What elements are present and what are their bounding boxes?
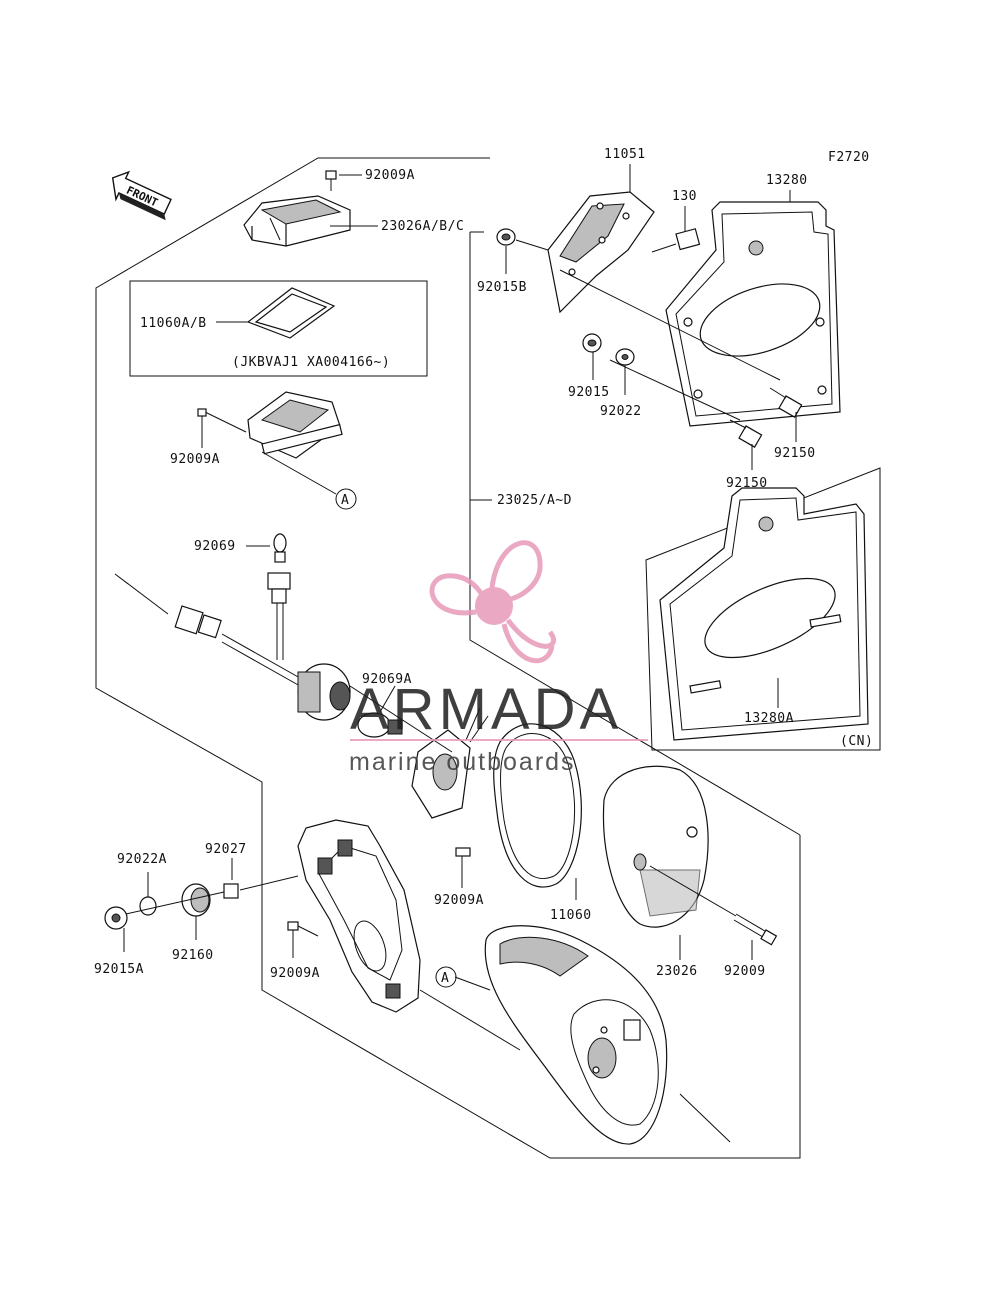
- gasket-inset-box: [129, 280, 428, 377]
- ref-marker-a: [335, 488, 357, 510]
- callout-92009a-3: 92009A: [434, 893, 484, 908]
- screw-92009a-3: [455, 847, 471, 857]
- housing-bracket: [297, 819, 421, 1013]
- figure-code: F2720: [828, 150, 870, 165]
- bulb-92069a: [357, 712, 403, 738]
- watermark-logo: ARMADA marine outboards: [349, 540, 648, 776]
- callout-92022: 92022: [600, 404, 642, 419]
- callout-92150-2: 92150: [726, 476, 768, 491]
- washer-92022: [615, 348, 635, 366]
- callout-130: 130: [672, 189, 697, 204]
- callout-92009a-2: 92009A: [170, 452, 220, 467]
- assembly-frame: [95, 157, 801, 1159]
- bracket-11051: [547, 191, 655, 314]
- gasket-11060ab: [246, 287, 336, 339]
- watermark-tagline: marine outboards: [349, 748, 576, 776]
- callout-23025ad: 23025/A~D: [497, 493, 572, 508]
- callout-serial-range: (JKBVAJ1 XA004166~): [232, 355, 390, 370]
- callout-92150-1: 92150: [774, 446, 816, 461]
- reflector-plate: [411, 707, 489, 819]
- callout-13280: 13280: [766, 173, 808, 188]
- callout-23026abc: 23026A/B/C: [381, 219, 464, 234]
- front-arrow-icon: FRONT: [111, 170, 172, 221]
- watermark-brand: ARMADA: [350, 677, 622, 742]
- bolt-92150-a: [769, 387, 803, 418]
- lamp-cover-23026: [243, 195, 351, 247]
- callout-cn: (CN): [840, 734, 873, 749]
- bolt-130: [651, 228, 701, 253]
- ref-marker-a-2: [435, 966, 457, 988]
- callout-92027: 92027: [205, 842, 247, 857]
- callout-92009a-4: 92009A: [270, 966, 320, 981]
- lamp-base: [247, 391, 343, 459]
- nut-92015: [582, 333, 602, 353]
- callout-92160: 92160: [172, 948, 214, 963]
- bolt-92150-b: [729, 419, 763, 448]
- callout-92015b: 92015B: [477, 280, 527, 295]
- propeller-icon: [429, 540, 556, 664]
- screw-92009: [733, 913, 778, 946]
- plate-bracket-13280: [665, 201, 841, 427]
- collar-92027: [223, 883, 239, 899]
- screw-92009a-2: [197, 408, 207, 417]
- nut-92015b: [496, 228, 516, 246]
- plate-bracket-13280a: [659, 487, 869, 741]
- screw-92009a-top: [325, 170, 337, 191]
- callout-92069a: 92069A: [362, 672, 412, 687]
- callout-92015: 92015: [568, 385, 610, 400]
- callout-92015a: 92015A: [94, 962, 144, 977]
- cn-inset-frame: [645, 467, 881, 751]
- nut-92015a: [104, 906, 128, 930]
- callout-ref-a: A: [341, 493, 349, 508]
- rear-lamp-housing: [484, 925, 668, 1145]
- callout-11051: 11051: [604, 147, 646, 162]
- callout-11060: 11060: [550, 908, 592, 923]
- callout-23026: 23026: [656, 964, 698, 979]
- callout-11060ab: 11060A/B: [140, 316, 207, 331]
- tail-lens-23026: [602, 765, 709, 928]
- grommet-92160: [181, 883, 211, 917]
- socket-harness: [114, 572, 351, 721]
- callout-92022a: 92022A: [117, 852, 167, 867]
- callout-92009a-1: 92009A: [365, 168, 415, 183]
- callout-13280a: 13280A: [744, 711, 794, 726]
- washer-92022a: [139, 896, 157, 916]
- callout-92069: 92069: [194, 539, 236, 554]
- callout-ref-a-2: A: [441, 971, 449, 986]
- bulb-92069: [273, 533, 287, 563]
- callout-92009: 92009: [724, 964, 766, 979]
